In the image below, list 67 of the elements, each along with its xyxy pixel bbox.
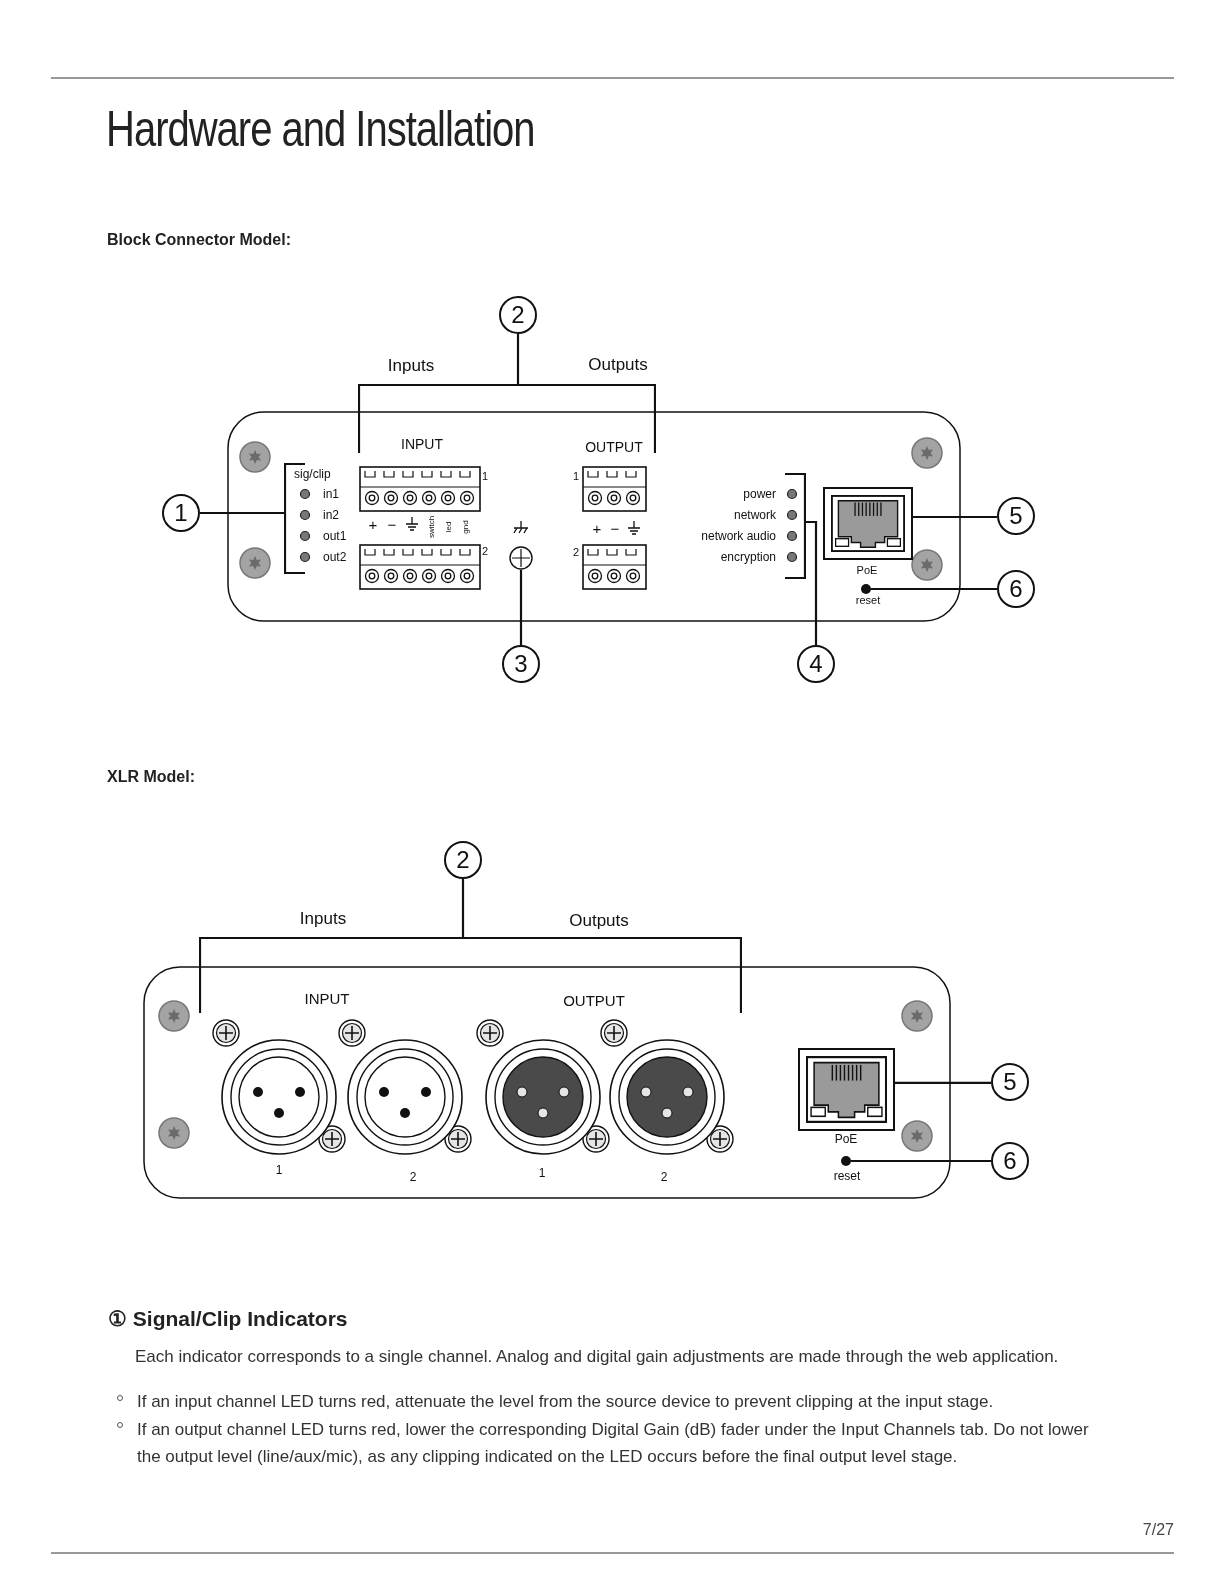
bullet-text: If an input channel LED turns red, attenuate the level from the source device to prevent clipping at the input stage.	[137, 1391, 995, 1413]
leader-line	[806, 520, 818, 645]
label: 2	[409, 1171, 417, 1183]
ethernet-port	[823, 487, 913, 560]
leader-line	[461, 879, 465, 937]
callout-number: 1	[162, 494, 200, 532]
label: in1	[323, 488, 339, 500]
label: reset	[855, 594, 881, 606]
label: 1	[481, 470, 489, 482]
page-number: 7/27	[1142, 1522, 1174, 1538]
leader-line	[516, 334, 520, 384]
label: switch	[428, 515, 436, 539]
bracket	[199, 937, 742, 1014]
bracket	[358, 384, 656, 454]
callout-number: 5	[997, 497, 1035, 535]
page-title: Hardware and Installation	[106, 104, 535, 154]
label: gnd	[462, 520, 470, 534]
label: sig/clip	[294, 468, 331, 480]
label: 2	[481, 545, 489, 557]
label: Outputs	[588, 355, 648, 373]
label: led	[445, 521, 453, 533]
label: PoE	[834, 1133, 858, 1145]
callout-number: 2	[499, 296, 537, 334]
label: 2	[660, 1171, 668, 1183]
label: −	[610, 520, 620, 536]
callout-number: 4	[797, 645, 835, 683]
ground-screw-icon	[509, 546, 533, 570]
callout-number: 6	[991, 1142, 1029, 1180]
label: 1	[572, 470, 580, 482]
callout-number: 2	[444, 841, 482, 879]
bracket	[784, 473, 806, 579]
label: +	[368, 516, 378, 532]
label: OUTPUT	[585, 440, 643, 454]
label: 1	[275, 1164, 283, 1176]
label: Outputs	[569, 911, 629, 929]
label: out1	[323, 530, 347, 542]
body-text: Each indicator corresponds to a single channel. Analog and digital gain adjustments are made through the web application.	[135, 1346, 1060, 1368]
label: 2	[572, 546, 580, 558]
reset-button	[861, 584, 871, 594]
leader-line	[519, 570, 523, 645]
bullet-text: If an output channel LED turns red, lower the corresponding Digital Gain (dB) fader under the Input Channels tab. Do not lower the output level (line/aux/mic), as any clipping indicated on the LED occurs before the final output level stage.	[137, 1419, 1090, 1468]
label: out2	[323, 551, 347, 563]
leader-line	[200, 511, 284, 515]
callout-number: 6	[997, 570, 1035, 608]
section-heading: Block Connector Model:	[107, 232, 291, 248]
label: in2	[323, 509, 339, 521]
leader-line	[851, 1159, 991, 1163]
leader-line	[895, 1081, 991, 1084]
label: Inputs	[299, 909, 347, 927]
label: INPUT	[401, 437, 443, 451]
label: +	[592, 520, 602, 536]
label: INPUT	[304, 990, 350, 1006]
label: −	[387, 516, 397, 532]
section-heading: XLR Model:	[107, 769, 195, 785]
label: 1	[538, 1167, 546, 1179]
callout-number: 3	[502, 645, 540, 683]
label: Inputs	[387, 356, 435, 374]
label: OUTPUT	[563, 992, 625, 1008]
label: PoE	[856, 564, 878, 576]
reset-button	[841, 1156, 851, 1166]
callout-number: 5	[991, 1063, 1029, 1101]
leader-line	[871, 587, 997, 591]
label: reset	[833, 1170, 861, 1182]
subsection-heading: ① Signal/Clip Indicators	[108, 1306, 349, 1332]
label: power	[743, 488, 776, 500]
ethernet-port	[798, 1048, 895, 1131]
leader-line	[913, 515, 997, 519]
